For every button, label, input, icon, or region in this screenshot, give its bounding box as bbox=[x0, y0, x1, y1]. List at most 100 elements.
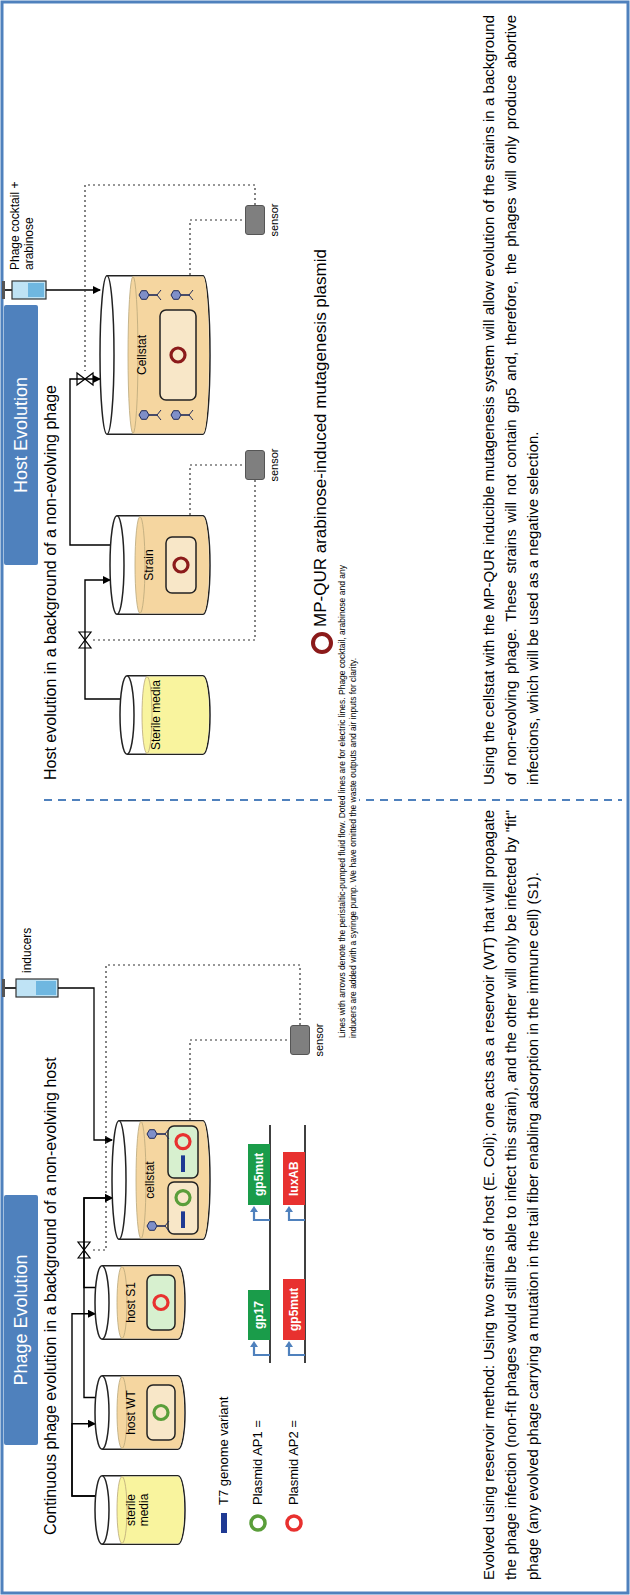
tank-outline-part bbox=[102, 1266, 185, 1340]
syringe-part bbox=[2, 979, 5, 997]
banner-title: Host Evolution bbox=[11, 377, 32, 493]
phage-icon-part bbox=[147, 1222, 157, 1231]
tank-outline-part bbox=[102, 1476, 185, 1545]
plasmid-construct-part-part bbox=[250, 1206, 258, 1212]
section-banner: Phage Evolution bbox=[4, 1195, 38, 1445]
tank-outline-part bbox=[176, 1191, 190, 1205]
legend-sample-part bbox=[251, 1516, 265, 1530]
phage-icon-part bbox=[147, 1130, 157, 1139]
phage-icon bbox=[171, 290, 193, 300]
tank: host S1 bbox=[95, 1265, 185, 1340]
plasmid-construct-part-part bbox=[254, 1346, 270, 1355]
tank-outline-part bbox=[119, 1121, 210, 1240]
phage-icon-part bbox=[157, 1133, 165, 1135]
tank-outline-part bbox=[171, 348, 185, 362]
legend-text: Plasmid AP2 = bbox=[286, 1420, 301, 1505]
text-label: Host evolution in a background of a non-… bbox=[42, 385, 60, 780]
tank-outline-part bbox=[154, 1296, 168, 1310]
tank-outline-part bbox=[166, 537, 196, 593]
phage-icon-part bbox=[165, 1129, 169, 1139]
tank-outline-part bbox=[107, 276, 210, 435]
text-label: Continuous phage evolution in a backgrou… bbox=[42, 1057, 60, 1535]
plasmid-construct-part-part bbox=[285, 1206, 293, 1212]
phage-icon-part bbox=[189, 410, 193, 420]
tank-outline-part bbox=[133, 277, 209, 434]
valve bbox=[77, 373, 93, 1258]
phage-icon-part bbox=[157, 1225, 165, 1227]
legend-sample-part bbox=[221, 1513, 227, 1533]
tank-outline-part bbox=[120, 676, 134, 755]
syringe-part bbox=[5, 289, 12, 291]
plasmid-construct bbox=[250, 1125, 305, 1363]
tank: Strain bbox=[110, 515, 210, 615]
syringe-part bbox=[2, 281, 5, 299]
fluid-connector bbox=[72, 1424, 95, 1496]
tank-outline bbox=[95, 1375, 185, 1450]
tank: sterile media bbox=[95, 1475, 185, 1545]
legend-sample bbox=[221, 634, 331, 1533]
phage-icon-part bbox=[139, 291, 149, 300]
tank-outline-part bbox=[176, 1135, 190, 1149]
tank-outline-part bbox=[168, 1126, 198, 1178]
tank-outline-part bbox=[95, 1266, 109, 1340]
legend-sample-part bbox=[313, 634, 331, 652]
syringe-part bbox=[12, 281, 46, 299]
tank: host WT bbox=[95, 1375, 185, 1450]
tank-outline-part bbox=[95, 1476, 109, 1545]
plasmid-construct-part-part bbox=[285, 1341, 293, 1347]
tank-outline-part bbox=[122, 1477, 184, 1544]
tank-outline-part bbox=[127, 676, 210, 755]
tank: Sterile media bbox=[120, 675, 210, 755]
tank-outline-part bbox=[181, 1211, 185, 1228]
electric-connector bbox=[190, 465, 245, 515]
tank-outline-part bbox=[112, 1121, 126, 1240]
fluid-connector bbox=[84, 1198, 112, 1398]
tank-outline-part bbox=[168, 1182, 198, 1234]
tank-outline-part bbox=[122, 1267, 184, 1339]
syringe-part bbox=[58, 988, 112, 1140]
tank-label: Sterile media bbox=[150, 677, 163, 753]
phage-icon-part bbox=[171, 411, 181, 420]
phage-icon bbox=[171, 410, 193, 420]
electric-connector bbox=[190, 220, 245, 275]
gene-box: gp5mut bbox=[248, 1144, 270, 1205]
phage-icon-part bbox=[139, 411, 149, 420]
phage-icon-part bbox=[181, 414, 189, 416]
tank-outline-part bbox=[174, 558, 188, 572]
tank-outline bbox=[100, 275, 210, 435]
electric-line-part bbox=[91, 480, 255, 640]
gene-name: gp5mut bbox=[287, 1288, 301, 1331]
phage-icon-part bbox=[149, 414, 157, 416]
phage-icon-part bbox=[189, 290, 193, 300]
phage-icon bbox=[139, 410, 161, 420]
tank-label: sterile media bbox=[125, 1477, 151, 1543]
tank: cellstat bbox=[112, 1120, 210, 1240]
gene-box: luxAB bbox=[283, 1152, 305, 1205]
sensor-box: sensor bbox=[245, 450, 265, 480]
legend-text: Plasmid AP1 = bbox=[250, 1420, 265, 1505]
phage-icon-part bbox=[149, 294, 157, 296]
panel-divider bbox=[44, 799, 622, 801]
phage-icon-part bbox=[181, 294, 189, 296]
syringe-part bbox=[36, 981, 56, 995]
phage-icon-part bbox=[157, 410, 161, 420]
sensor-label: sensor bbox=[268, 431, 280, 499]
gene-name: gp17 bbox=[252, 1301, 266, 1329]
tank-outline bbox=[112, 1120, 210, 1240]
legend-text: T7 genome variant bbox=[216, 1397, 231, 1505]
phage-icon bbox=[147, 1221, 169, 1231]
phage-icon-part bbox=[157, 290, 161, 300]
tank-label: cellstat bbox=[144, 1122, 157, 1238]
syringe-part bbox=[28, 283, 44, 297]
tank-outline-part bbox=[100, 276, 114, 435]
text-label: Lines with arrows denote the peristaltic… bbox=[336, 556, 359, 1040]
tank-label: Strain bbox=[143, 517, 156, 613]
tank-outline-part bbox=[154, 1406, 168, 1420]
phage-icon bbox=[139, 290, 161, 300]
syringe-part bbox=[16, 979, 58, 997]
legend-text: MP-QUR arabinose-induced mutagenesis pla… bbox=[311, 249, 331, 627]
tank-outline-part bbox=[160, 310, 196, 400]
